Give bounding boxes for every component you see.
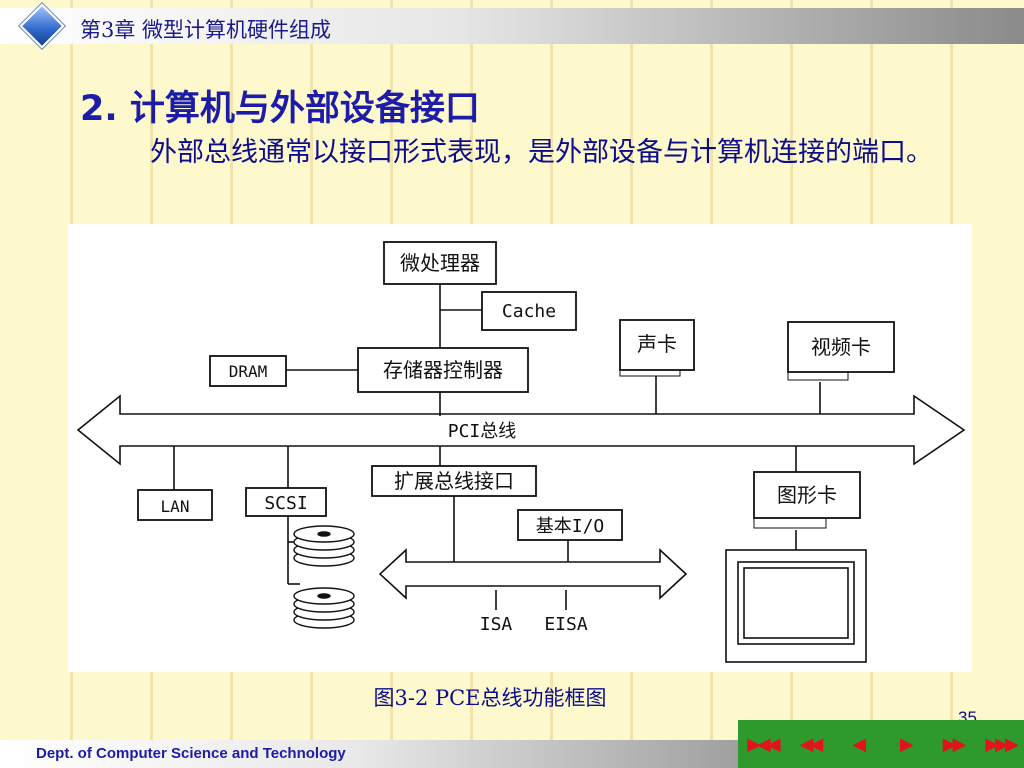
figure-caption-text: 图3-2 PCE总线功能框图 xyxy=(373,686,607,710)
scsi-box xyxy=(245,487,327,517)
chapter-title: 第3章 微型计算机硬件组成 xyxy=(80,18,332,42)
cpu-box xyxy=(383,241,497,285)
monitor-icon xyxy=(725,549,867,663)
last-slide-button[interactable]: ▶▶▶ xyxy=(985,733,1019,755)
isa-bus-arrow xyxy=(378,548,688,600)
disk-drive-icon-1 xyxy=(293,525,355,567)
slide-title: 2. 计算机与外部设备接口 xyxy=(80,89,480,129)
eisa-label: EISA xyxy=(544,614,588,635)
figure-caption: 图3-2 PCE总线功能框图 xyxy=(0,682,980,712)
slide-nav-bar: ▶◀◀ ◀◀ ◀ ▶ ▶▶ ▶▶▶ xyxy=(738,720,1024,768)
first-slide-button[interactable]: ▶◀◀ xyxy=(747,733,781,755)
dram-box xyxy=(209,355,287,387)
pci-bus-label: PCI总线 xyxy=(448,421,517,442)
basic-io-box xyxy=(517,509,623,541)
sound-card-label: 声卡 xyxy=(637,332,677,356)
graphics-card-box xyxy=(753,471,861,519)
header-bar: 第3章 微型计算机硬件组成 xyxy=(0,3,1024,49)
pci-bus-arrow xyxy=(76,394,966,466)
disk-drive-icon-2 xyxy=(293,587,355,629)
fast-forward-button[interactable]: ▶▶ xyxy=(942,733,967,755)
sound-card-connector xyxy=(619,369,681,377)
graphics-card-connector xyxy=(753,517,827,529)
scsi-label: SCSI xyxy=(264,493,307,514)
sound-card-box xyxy=(619,319,695,371)
cache-label: Cache xyxy=(502,301,556,322)
isa-label: ISA xyxy=(480,614,513,635)
lan-label: LAN xyxy=(161,497,190,516)
cache-box xyxy=(481,291,577,331)
previous-slide-button[interactable]: ◀ xyxy=(852,733,866,755)
video-card-label: 视频卡 xyxy=(811,335,871,359)
basic-io-label: 基本I/O xyxy=(536,516,605,537)
memctrl-label: 存储器控制器 xyxy=(383,358,503,382)
expand-interface-label: 扩展总线接口 xyxy=(394,469,514,493)
rewind-button[interactable]: ◀◀ xyxy=(799,733,824,755)
video-card-connector xyxy=(787,371,849,381)
video-card-box xyxy=(787,321,895,373)
pci-bus-diagram: 微处理器 Cache 存储器控制器 DRAM 声卡 视频卡 PCI总线 LAN … xyxy=(68,224,972,672)
slide-body-text: 外部总线通常以接口形式表现，是外部设备与计算机连接的端口。 xyxy=(150,137,933,168)
lan-box xyxy=(137,489,213,521)
diamond-logo-icon xyxy=(19,3,65,49)
dram-label: DRAM xyxy=(229,362,268,381)
department-name: Dept. of Computer Science and Technology xyxy=(36,745,346,762)
memctrl-box xyxy=(357,347,529,393)
cpu-label: 微处理器 xyxy=(400,251,480,275)
graphics-card-label: 图形卡 xyxy=(777,483,837,507)
expand-interface-box xyxy=(371,465,537,497)
next-slide-button[interactable]: ▶ xyxy=(899,733,914,755)
